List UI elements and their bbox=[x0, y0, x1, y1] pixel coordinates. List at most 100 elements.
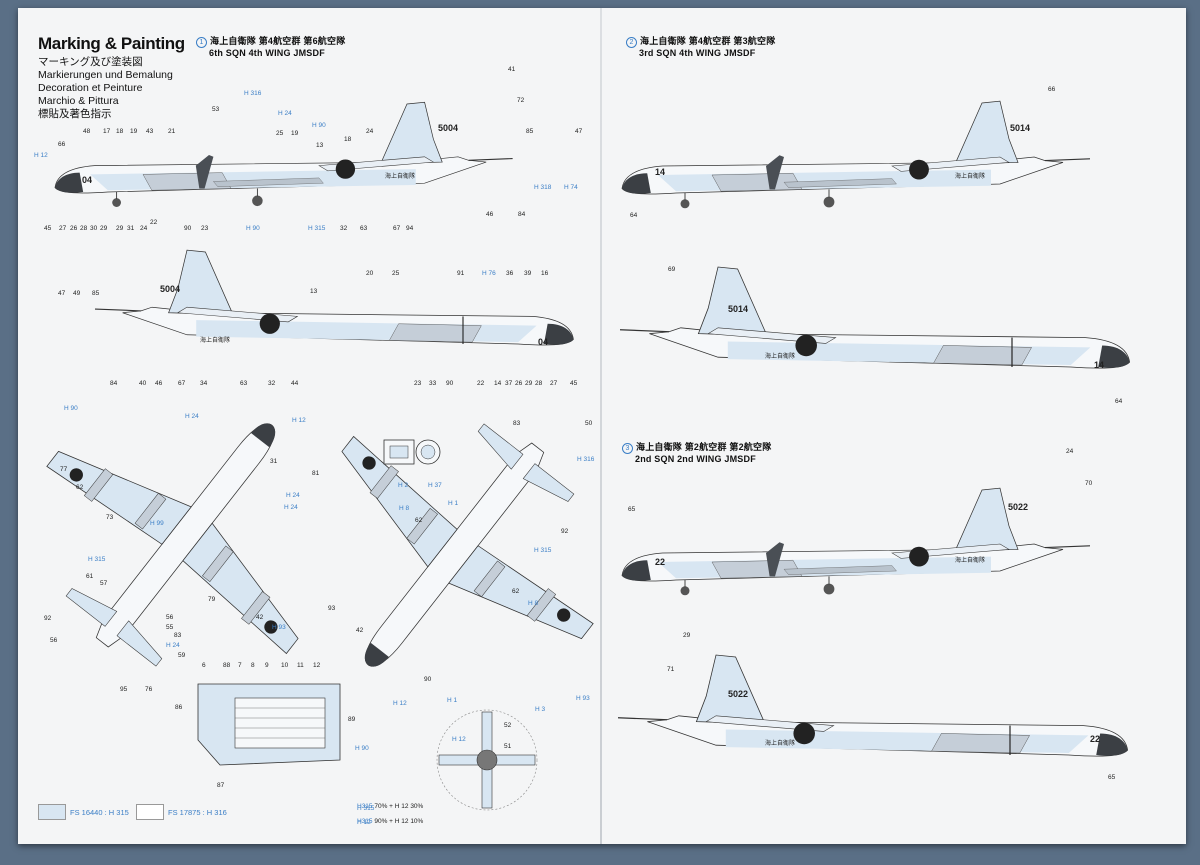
callout-s1-right-12: 40 bbox=[139, 380, 147, 387]
callout-plan-top-13: 90 bbox=[424, 676, 432, 683]
callout-detail-9: 89 bbox=[348, 716, 356, 723]
callout-s1-right-10: 13 bbox=[310, 288, 318, 295]
callout-s1-side-6: 48 bbox=[83, 128, 91, 135]
callout-s1-right-21: 90 bbox=[446, 380, 454, 387]
callout-prop-4: 51 bbox=[504, 743, 512, 750]
subtitle-cn: 標貼及著色指示 bbox=[38, 108, 112, 120]
s1r-tail-number: 5004 bbox=[160, 284, 180, 294]
page-title: Marking & Painting bbox=[38, 34, 185, 53]
callout-plan-top-0: 83 bbox=[513, 420, 521, 427]
callout-s1-right-0: 47 bbox=[58, 290, 66, 297]
section-3-en: 2nd SQN 2nd WING JMSDF bbox=[635, 454, 756, 464]
propeller-detail bbox=[436, 709, 538, 811]
s3r-fuselage-text: 海上自衛隊 bbox=[765, 739, 795, 747]
s1-tail-number: 5004 bbox=[438, 123, 458, 133]
callout-s1-side-11: 21 bbox=[168, 128, 176, 135]
callout-s1-side-27: 30 bbox=[90, 225, 98, 232]
callout-prop-1: H 3 bbox=[535, 706, 546, 713]
callout-plan-bottom-3: 77 bbox=[60, 466, 68, 473]
plan-bottom-view bbox=[0, 331, 393, 737]
callout-s1-side-32: 22 bbox=[150, 219, 158, 226]
mix-2-code: H315 bbox=[357, 818, 373, 825]
callout-s1-side-23: 45 bbox=[44, 225, 52, 232]
page-fold bbox=[600, 8, 602, 844]
s2-tail-number: 5014 bbox=[1010, 123, 1030, 133]
callout-s1-side-4: 72 bbox=[517, 97, 525, 104]
s3-tail-number: 5022 bbox=[1008, 502, 1028, 512]
callout-plan-top-5: H 1 bbox=[448, 500, 459, 507]
callout-s1-side-40: 94 bbox=[406, 225, 414, 232]
callout-detail-0: 6 bbox=[202, 662, 206, 669]
callout-s1-right-2: 85 bbox=[92, 290, 100, 297]
callout-s1-side-28: 29 bbox=[100, 225, 108, 232]
callout-plan-top-2: H 316 bbox=[577, 456, 595, 463]
callout-plan-bottom-11: H 24 bbox=[284, 504, 298, 511]
callout-s1-right-24: 37 bbox=[505, 380, 513, 387]
callout-plan-bottom-25: 93 bbox=[328, 605, 336, 612]
callout-plan-bottom-9: H 99 bbox=[150, 520, 164, 527]
hatch-detail bbox=[383, 439, 441, 465]
section-3-jp: 海上自衛隊 第2航空群 第2航空隊 bbox=[636, 442, 772, 452]
callout-plan-bottom-20: 42 bbox=[256, 614, 264, 621]
callout-plan-top-4: H 37 bbox=[428, 482, 442, 489]
callout-s1-right-25: 26 bbox=[515, 380, 523, 387]
callout-plan-top-1: 50 bbox=[585, 420, 593, 427]
callout-s1-right-23: 14 bbox=[494, 380, 502, 387]
subtitle-it: Marchio & Pittura bbox=[38, 95, 119, 107]
callout-s1-side-21: H 318 bbox=[534, 184, 552, 191]
s3-fuselage-text: 海上自衛隊 bbox=[955, 556, 985, 564]
callout-s1-side-29: 29 bbox=[116, 225, 124, 232]
mix-line-1: H315 70% + H 12 30% bbox=[357, 803, 423, 810]
callout-plan-bottom-0: H 90 bbox=[64, 405, 78, 412]
callout-detail-11: 87 bbox=[217, 782, 225, 789]
callout-s1-side-39: 67 bbox=[393, 225, 401, 232]
mix-2-text: 90% + H 12 10% bbox=[374, 818, 424, 825]
callout-prop-3: H 12 bbox=[452, 736, 466, 743]
callout-s1-side-0: 41 bbox=[508, 66, 516, 73]
subtitle-jp: マーキング及び塗装図 bbox=[38, 56, 143, 68]
callout-plan-bottom-6: H 24 bbox=[286, 492, 300, 499]
callout-prop-6: H 12 bbox=[357, 819, 371, 826]
callout-s1-side-17: 13 bbox=[316, 142, 324, 149]
callout-plan-top-8: H 315 bbox=[534, 547, 552, 554]
callout-s1-right-17: 32 bbox=[268, 380, 276, 387]
callout-plan-top-14: H 12 bbox=[393, 700, 407, 707]
callout-detail-4: 9 bbox=[265, 662, 269, 669]
section-3-number: 3 bbox=[622, 443, 633, 454]
callout-detail-3: 8 bbox=[251, 662, 255, 669]
callout-s1-right-28: 27 bbox=[550, 380, 558, 387]
callout-s1-right-16: 63 bbox=[240, 380, 248, 387]
callout-s1-right-11: 84 bbox=[110, 380, 118, 387]
callout-s1-side-30: 31 bbox=[127, 225, 135, 232]
callout-s1-side-22: H 74 bbox=[564, 184, 578, 191]
callout-s2-1: 64 bbox=[630, 212, 638, 219]
s2r-fuselage-text: 海上自衛隊 bbox=[765, 352, 795, 360]
callout-s1-side-38: 63 bbox=[360, 225, 368, 232]
s2r-nose-number: 14 bbox=[1094, 360, 1104, 370]
s2-nose-number: 14 bbox=[655, 167, 665, 177]
s3r-nose-number: 22 bbox=[1090, 734, 1100, 744]
callout-detail-6: 11 bbox=[297, 662, 304, 669]
callout-s3-1: 70 bbox=[1085, 480, 1093, 487]
subtitle-fr: Decoration et Peinture bbox=[38, 82, 143, 94]
callout-plan-bottom-24: H 93 bbox=[272, 624, 286, 631]
callout-detail-1: 88 bbox=[223, 662, 231, 669]
detail-panel bbox=[197, 683, 341, 766]
callout-plan-top-11: H 8 bbox=[528, 600, 539, 607]
callout-plan-bottom-21: 59 bbox=[178, 652, 186, 659]
callout-s1-right-19: 23 bbox=[414, 380, 422, 387]
callout-s3-2: 65 bbox=[628, 506, 636, 513]
callout-plan-bottom-7: 73 bbox=[106, 514, 114, 521]
callout-s1-right-9: 16 bbox=[541, 270, 549, 277]
callout-plan-top-7: 62 bbox=[415, 517, 423, 524]
callout-s3-5: 65 bbox=[1108, 774, 1116, 781]
callout-plan-bottom-26: 79 bbox=[208, 596, 216, 603]
callout-plan-top-3: H 2 bbox=[398, 482, 409, 489]
callout-s1-side-41: 46 bbox=[486, 211, 494, 218]
callout-prop-0: H 1 bbox=[447, 697, 458, 704]
callout-plan-bottom-17: 56 bbox=[50, 637, 58, 644]
s1r-nose-number: 04 bbox=[538, 337, 548, 347]
callout-s1-right-6: H 76 bbox=[482, 270, 496, 277]
callout-plan-bottom-12: 61 bbox=[86, 573, 94, 580]
